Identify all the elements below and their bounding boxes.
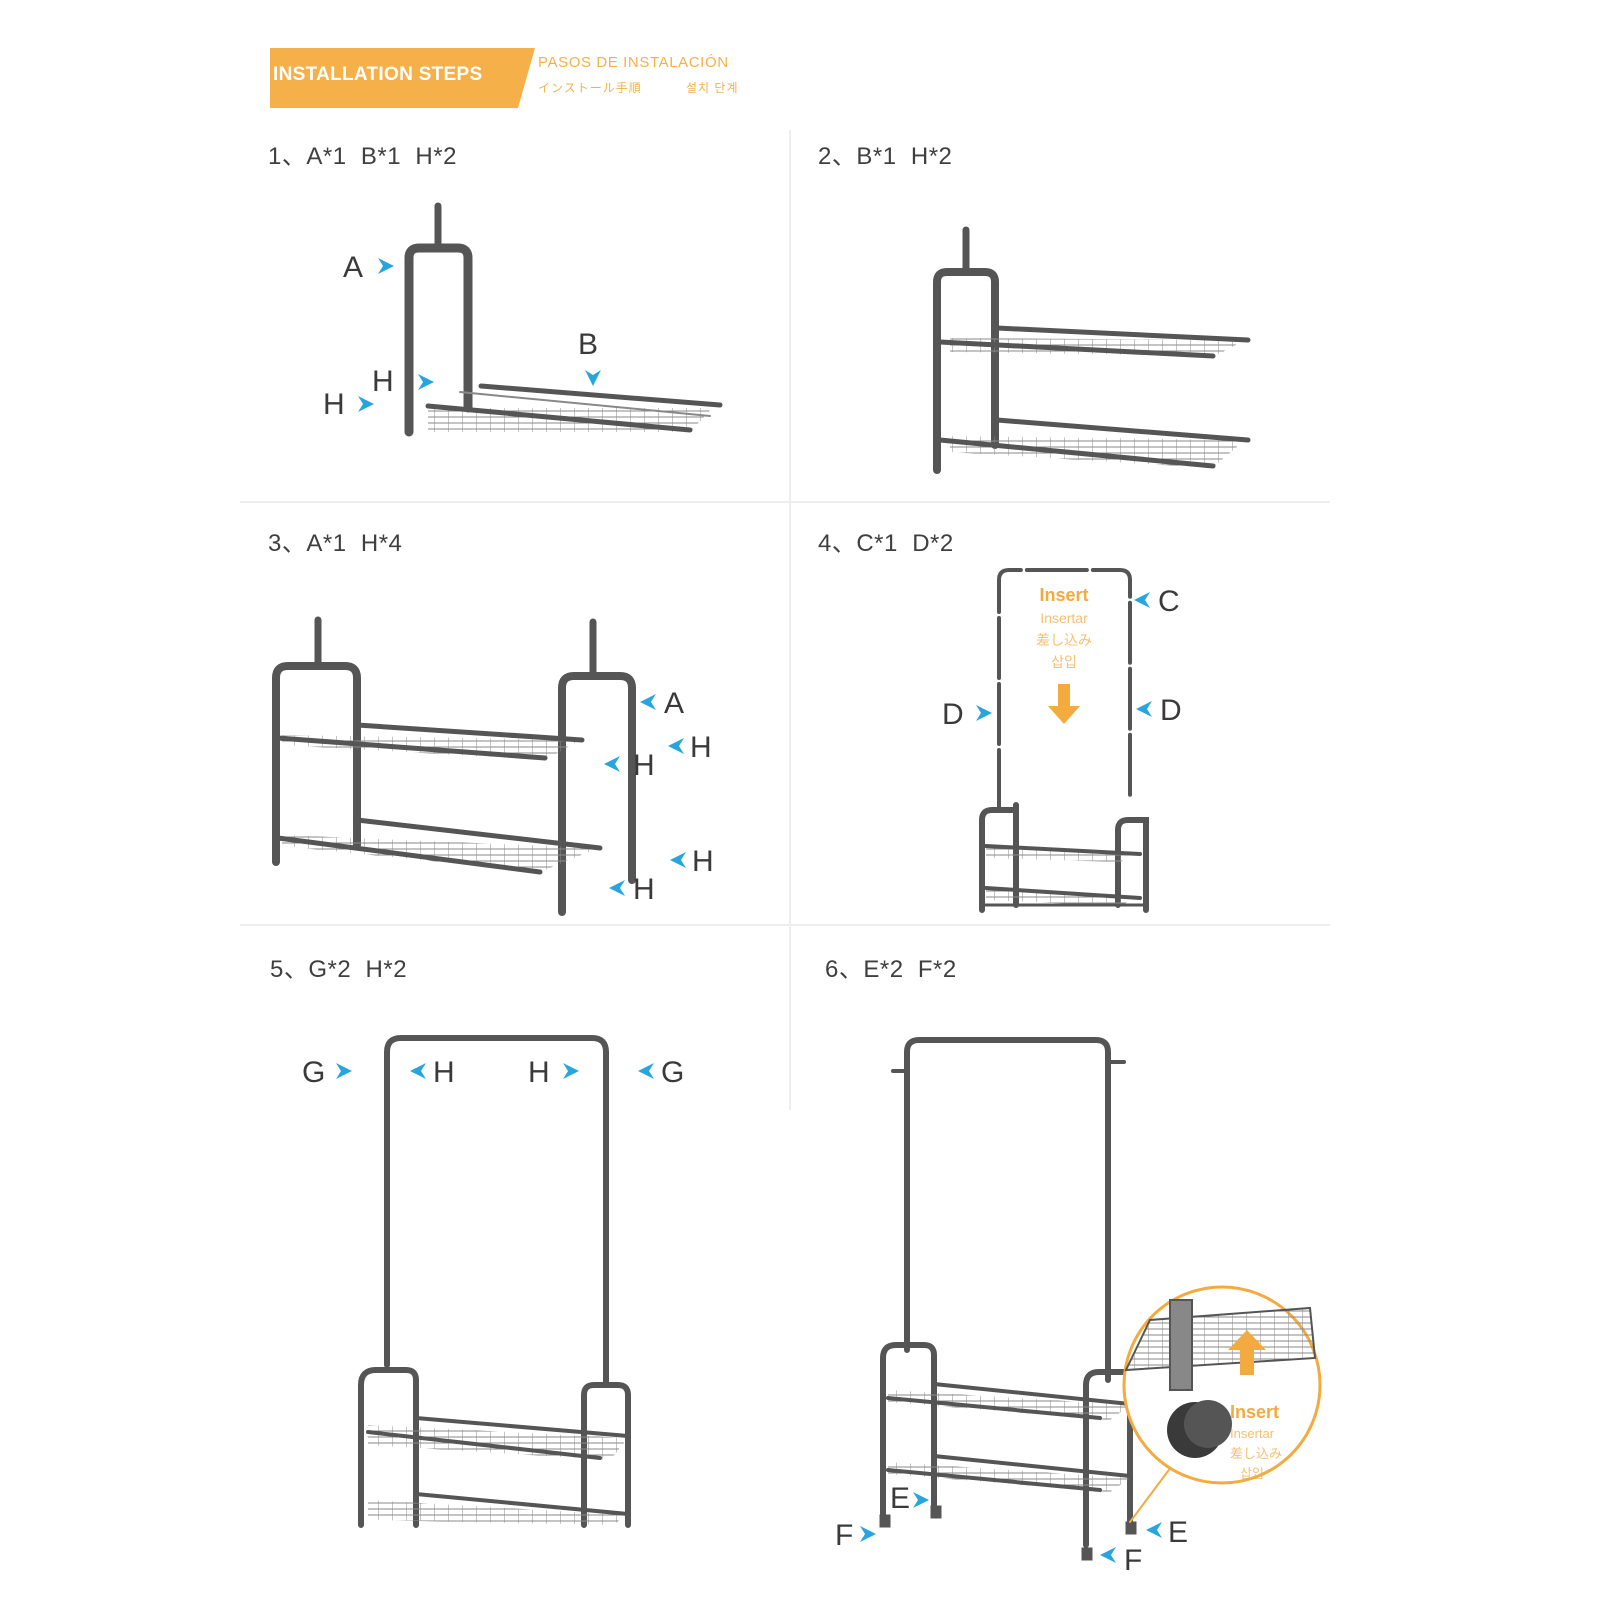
insert-text-en: Insert (1039, 585, 1088, 605)
arrow-left-icon (638, 1063, 654, 1079)
arrow-right-icon (378, 258, 394, 274)
label-e-1: E (890, 1482, 910, 1515)
label-b: B (578, 328, 598, 361)
header-title: INSTALLATION STEPS (273, 64, 483, 85)
label-e-2: E (1168, 1516, 1188, 1549)
step-4-insert-hint: Insert Insertar 差し込み 삽입 (1036, 585, 1092, 724)
label-g-2: G (661, 1056, 684, 1089)
step-5-title: 5、G*2 H*2 (270, 956, 408, 983)
label-g-1: G (302, 1056, 325, 1089)
arrow-right-icon (358, 396, 374, 412)
step-2-diagram (933, 226, 1251, 474)
label-h-1: H (690, 731, 712, 764)
arrow-left-icon (609, 880, 625, 896)
step-2-title: 2、B*1 H*2 (818, 143, 953, 170)
step-5-labels: G H H G (302, 1056, 684, 1089)
header-banner (270, 48, 535, 108)
arrow-right-icon (563, 1063, 579, 1079)
insert-text-kr: 삽입 (1240, 1466, 1264, 1481)
label-h-2: H (323, 388, 345, 421)
arrow-down-icon (1048, 684, 1080, 724)
arrow-right-icon (418, 374, 434, 390)
step-6-diagram (879, 1037, 1181, 1561)
insert-text-es: Insertar (1230, 1426, 1275, 1441)
arrow-left-icon (1100, 1547, 1116, 1563)
arrow-left-icon (640, 694, 656, 710)
label-a: A (664, 687, 684, 720)
label-f-2: F (1124, 1544, 1142, 1577)
step-5-diagram (358, 1035, 631, 1528)
header-title-jp: インストール手順 (538, 81, 642, 95)
label-h-2: H (633, 749, 655, 782)
step-3-labels: A H H H H (604, 687, 714, 906)
arrow-right-icon (860, 1526, 876, 1542)
label-f-1: F (835, 1519, 853, 1552)
insert-text-kr: 삽입 (1051, 654, 1077, 670)
arrow-right-icon (913, 1492, 929, 1508)
step-3-diagram (272, 616, 636, 916)
arrow-right-icon (336, 1063, 352, 1079)
step-1-diagram (404, 202, 723, 437)
arrow-left-icon (670, 852, 686, 868)
step-1-title: 1、A*1 B*1 H*2 (268, 143, 457, 170)
arrow-left-icon (410, 1063, 426, 1079)
step-4-labels: C D D (942, 585, 1182, 731)
step-4-diagram (979, 568, 1149, 913)
label-c: C (1158, 585, 1180, 618)
insert-text-es: Insertar (1040, 610, 1088, 626)
step-1-labels: A B H H (323, 251, 601, 421)
step-6-title: 6、E*2 F*2 (825, 956, 957, 983)
step-4-title: 4、C*1 D*2 (818, 530, 954, 557)
label-h-2: H (528, 1056, 550, 1089)
header-title-es: PASOS DE INSTALACIÓN (538, 54, 729, 71)
step-6-zoom-detail: Insert Insertar 差し込み 삽입 (1122, 1285, 1322, 1485)
arrow-left-icon (1136, 701, 1152, 717)
label-h-1: H (372, 365, 394, 398)
label-d-1: D (942, 698, 964, 731)
insert-text-en: Insert (1230, 1402, 1279, 1422)
header-title-kr: 설치 단계 (686, 81, 739, 95)
label-h-1: H (433, 1056, 455, 1089)
arrow-right-icon (976, 705, 992, 721)
arrow-left-icon (1134, 592, 1150, 608)
arrow-left-icon (668, 738, 684, 754)
panel-dividers (240, 130, 1330, 1110)
step-3-title: 3、A*1 H*4 (268, 530, 403, 557)
label-a: A (343, 251, 363, 284)
arrow-left-icon (1146, 1522, 1162, 1538)
label-h-4: H (633, 873, 655, 906)
arrow-up-icon (1228, 1330, 1266, 1375)
insert-text-jp: 差し込み (1036, 632, 1092, 648)
step-6-labels: E F E F (835, 1482, 1188, 1577)
label-d-2: D (1160, 694, 1182, 727)
label-h-3: H (692, 845, 714, 878)
arrow-left-icon (604, 756, 620, 772)
wheel-cap-icon (1184, 1400, 1232, 1448)
insert-text-jp: 差し込み (1230, 1446, 1282, 1461)
arrow-down-icon (585, 370, 601, 386)
